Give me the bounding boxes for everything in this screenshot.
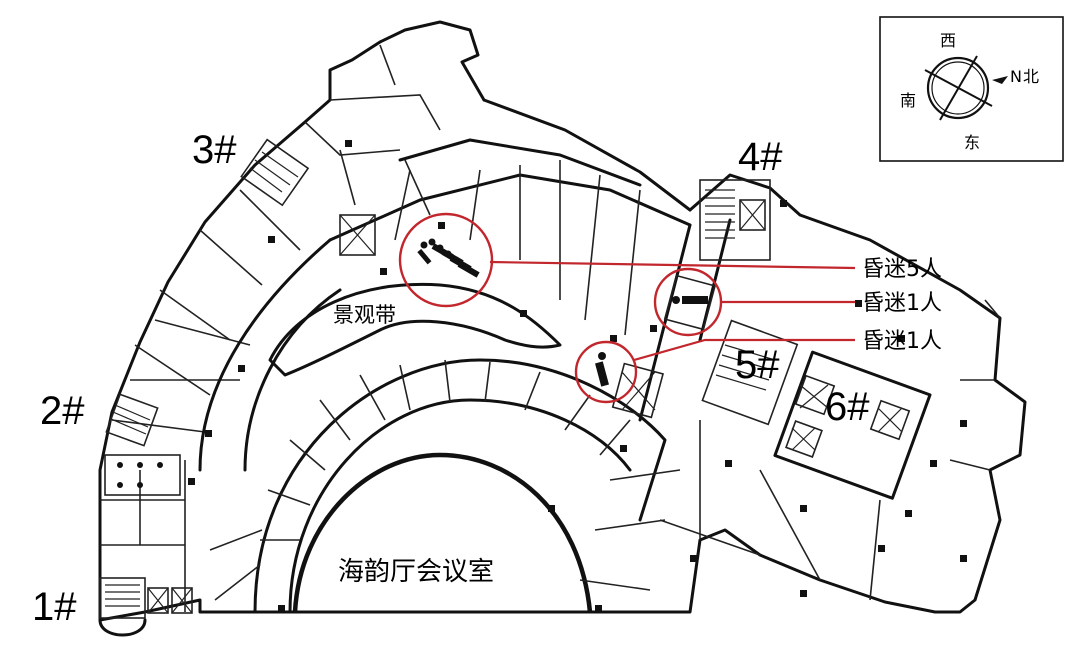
compass-north-arrow-label: N [1010,67,1022,86]
stair-core-3 [240,138,376,256]
conference-hall-label: 海韵厅会议室 [338,557,494,587]
stair-core-1 [98,577,193,637]
landscape-belt-shape [268,282,562,377]
callout-label-1: 昏迷5人 [862,257,942,282]
stair-label-3: 3# [192,128,237,172]
stair-label-6: 6# [825,385,870,429]
stair-core-6 [773,350,932,500]
stair-core-2 [105,393,159,447]
landscape-belt-label: 景观带 [333,303,396,327]
restroom-block [104,454,181,496]
stair-core-4 [699,179,771,261]
stair-core-5 [701,319,799,426]
elevator-core [611,274,716,419]
stair-label-2: 2# [40,389,85,433]
building-outline [98,20,1027,622]
structural-columns [188,140,967,612]
stair-label-1: 1# [32,585,77,629]
compass-south-label: 南 [900,91,916,110]
compass-west-label: 西 [940,31,956,50]
stair-label-5: 5# [735,343,780,387]
victim-group-5 [398,212,494,308]
callout-label-2: 昏迷1人 [862,291,942,316]
callout-lines [489,260,856,362]
stair-label-4: 4# [738,135,783,179]
compass-north-label: 北 [1023,67,1039,86]
callout-label-3: 昏迷1人 [862,329,942,354]
compass: 西 南 东 N 北 [879,16,1064,162]
compass-east-label: 东 [964,133,980,152]
victim-single-b [574,340,638,404]
interior-walls [100,44,1001,614]
